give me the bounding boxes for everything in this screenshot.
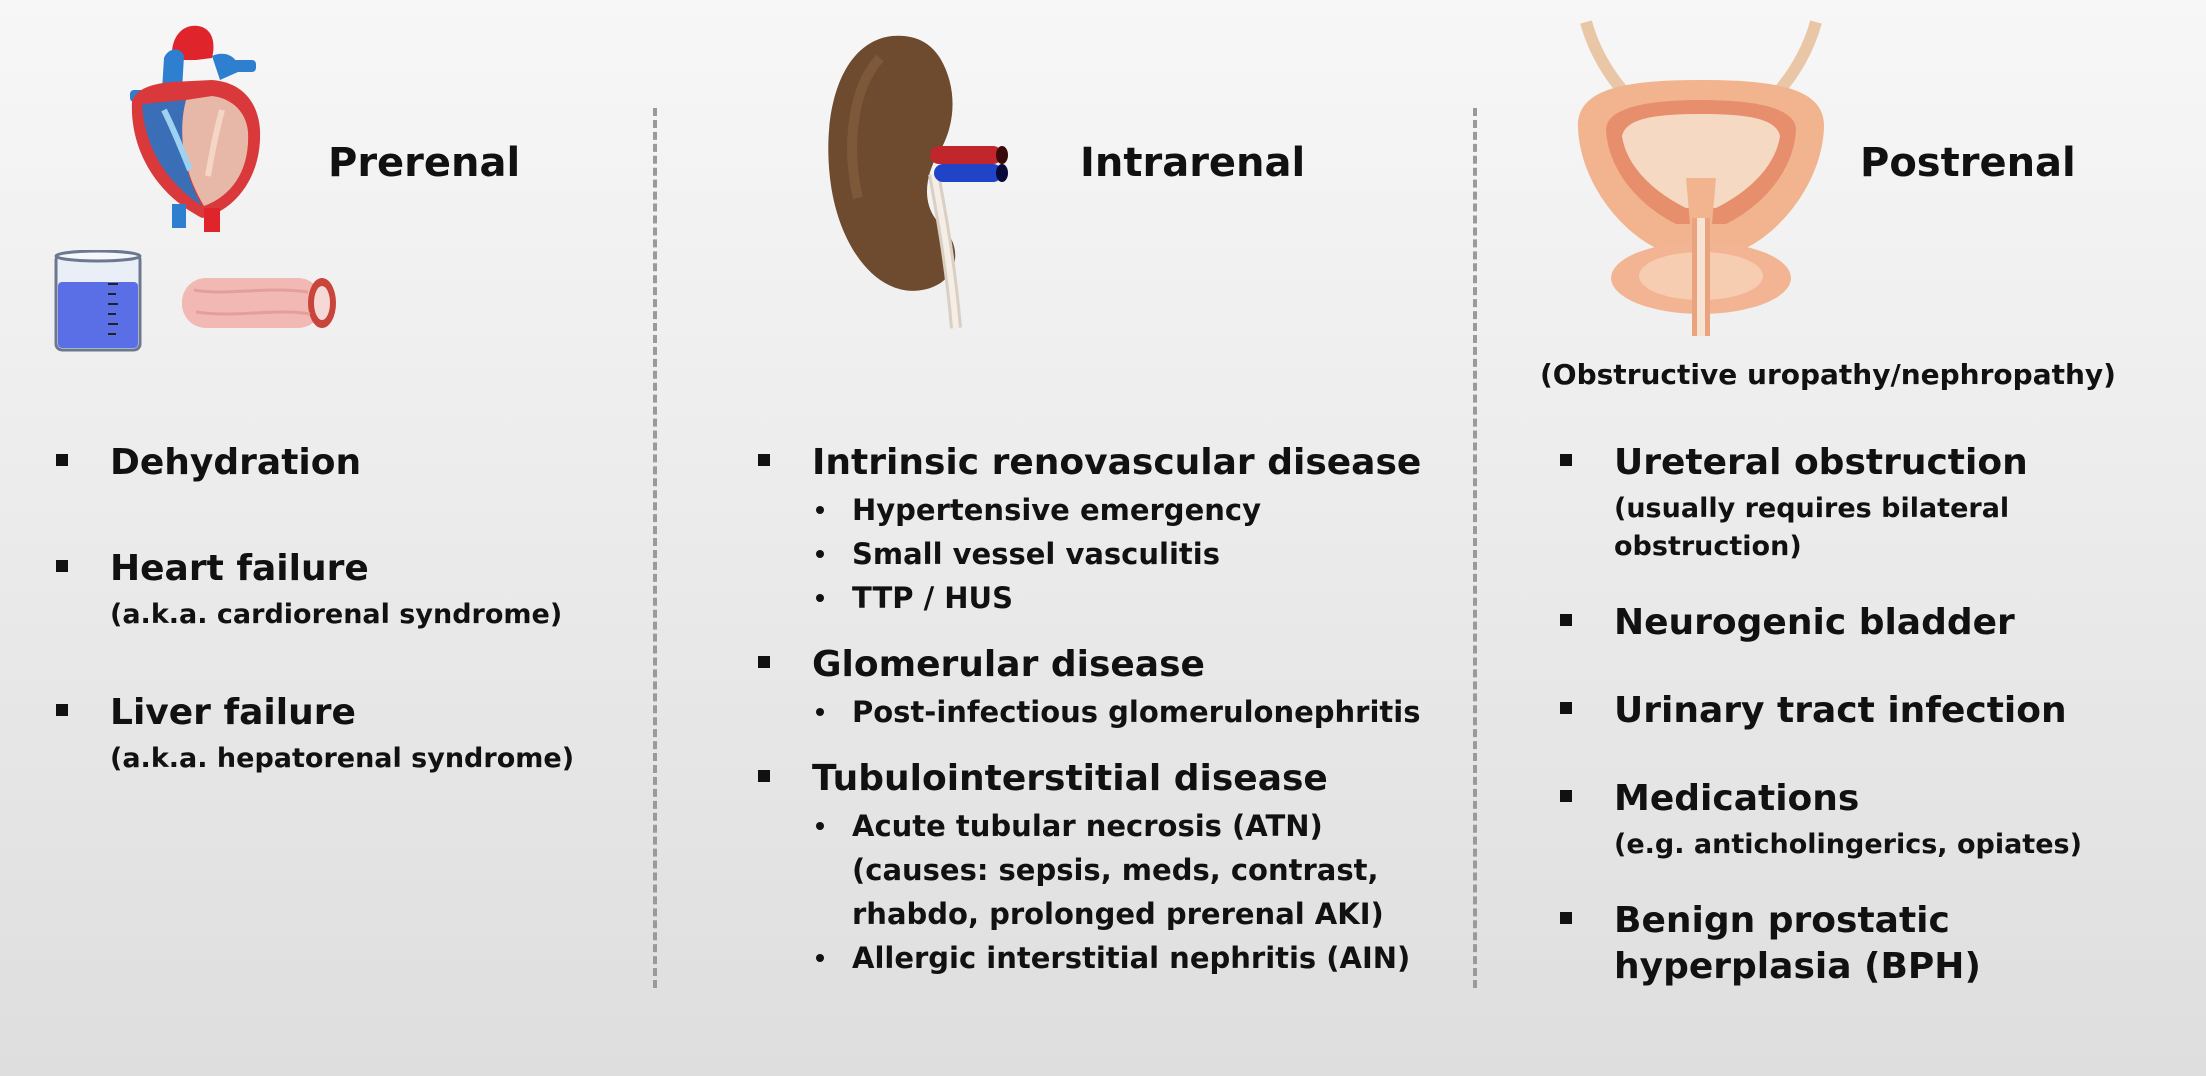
- item-label: Intrinsic renovascular disease: [812, 442, 1422, 483]
- bullet-dot-icon: [816, 594, 824, 602]
- bullet-dot-icon: [816, 708, 824, 716]
- list-item: Tubulointerstitial disease Acute tubular…: [758, 756, 1458, 980]
- bullet-square-icon: [56, 560, 68, 572]
- heart-icon: [130, 25, 261, 232]
- list-item: Intrinsic renovascular disease Hypertens…: [758, 440, 1458, 620]
- list-item: Ureteral obstruction (usually requires b…: [1560, 440, 2180, 566]
- bullet-dot-icon: [816, 506, 824, 514]
- column-divider-right: [1473, 108, 1477, 988]
- list-item: Heart failure (a.k.a. cardiorenal syndro…: [56, 546, 616, 634]
- bladder-icon: [1577, 20, 1825, 336]
- list-item: Medications (e.g. anticholingerics, opia…: [1560, 776, 2180, 864]
- beaker-icon: [54, 250, 142, 352]
- item-label: Heart failure: [110, 548, 369, 589]
- item-label: Dehydration: [110, 442, 362, 483]
- postrenal-list: Ureteral obstruction (usually requires b…: [1560, 440, 2180, 990]
- postrenal-title: Postrenal: [1860, 140, 2076, 186]
- bullet-square-icon: [56, 454, 68, 466]
- sub-list: Hypertensive emergency Small vessel vasc…: [812, 488, 1458, 620]
- item-label: Neurogenic bladder: [1614, 602, 2015, 643]
- sub-list: Acute tubular necrosis (ATN) (causes: se…: [812, 804, 1458, 980]
- prerenal-title: Prerenal: [328, 140, 521, 186]
- bullet-square-icon: [1560, 614, 1572, 626]
- bullet-square-icon: [758, 454, 770, 466]
- column-divider-left: [653, 108, 657, 988]
- list-item: Neurogenic bladder: [1560, 600, 2180, 646]
- intrarenal-list: Intrinsic renovascular disease Hypertens…: [758, 440, 1458, 980]
- item-label: Liver failure: [110, 692, 356, 733]
- item-label: Benign prostatic hyperplasia (BPH): [1614, 900, 1981, 987]
- prerenal-list: Dehydration Heart failure (a.k.a. cardio…: [56, 440, 616, 778]
- sub-list-item: Small vessel vasculitis: [812, 532, 1458, 576]
- bullet-dot-icon: [816, 954, 824, 962]
- bullet-square-icon: [758, 656, 770, 668]
- sub-list-item: Post-infectious glomerulonephritis: [812, 690, 1458, 734]
- sub-list: Post-infectious glomerulonephritis: [812, 690, 1458, 734]
- bullet-dot-icon: [816, 550, 824, 558]
- item-label: Glomerular disease: [812, 644, 1205, 685]
- bullet-square-icon: [1560, 454, 1572, 466]
- item-label: Ureteral obstruction: [1614, 442, 2028, 483]
- item-note: (a.k.a. cardiorenal syndrome): [110, 599, 563, 630]
- bullet-dot-icon: [816, 822, 824, 830]
- item-note: (a.k.a. hepatorenal syndrome): [110, 743, 575, 774]
- item-label: Urinary tract infection: [1614, 690, 2067, 731]
- list-item: Dehydration: [56, 440, 616, 486]
- intrarenal-title: Intrarenal: [1080, 140, 1306, 186]
- sub-list-item: TTP / HUS: [812, 576, 1458, 620]
- item-note: (e.g. anticholingerics, opiates): [1614, 829, 2082, 860]
- list-item: Urinary tract infection: [1560, 688, 2180, 734]
- list-item: Benign prostatic hyperplasia (BPH): [1560, 898, 2180, 990]
- bullet-square-icon: [1560, 702, 1572, 714]
- kidney-icon: [828, 35, 1008, 329]
- bullet-square-icon: [1560, 912, 1572, 924]
- item-label: Tubulointerstitial disease: [812, 758, 1328, 799]
- sub-list-item: Acute tubular necrosis (ATN) (causes: se…: [812, 804, 1412, 936]
- item-note: (usually requires bilateral obstruction): [1614, 493, 2010, 562]
- item-label: Medications: [1614, 778, 1860, 819]
- sub-list-item: Hypertensive emergency: [812, 488, 1458, 532]
- blood-vessel-icon: [182, 278, 336, 328]
- list-item: Glomerular disease Post-infectious glome…: [758, 642, 1458, 734]
- list-item: Liver failure (a.k.a. hepatorenal syndro…: [56, 690, 616, 778]
- sub-list-item: Allergic interstitial nephritis (AIN): [812, 936, 1458, 980]
- bullet-square-icon: [758, 770, 770, 782]
- postrenal-subtitle: (Obstructive uropathy/nephropathy): [1540, 358, 2116, 391]
- bullet-square-icon: [56, 704, 68, 716]
- bullet-square-icon: [1560, 790, 1572, 802]
